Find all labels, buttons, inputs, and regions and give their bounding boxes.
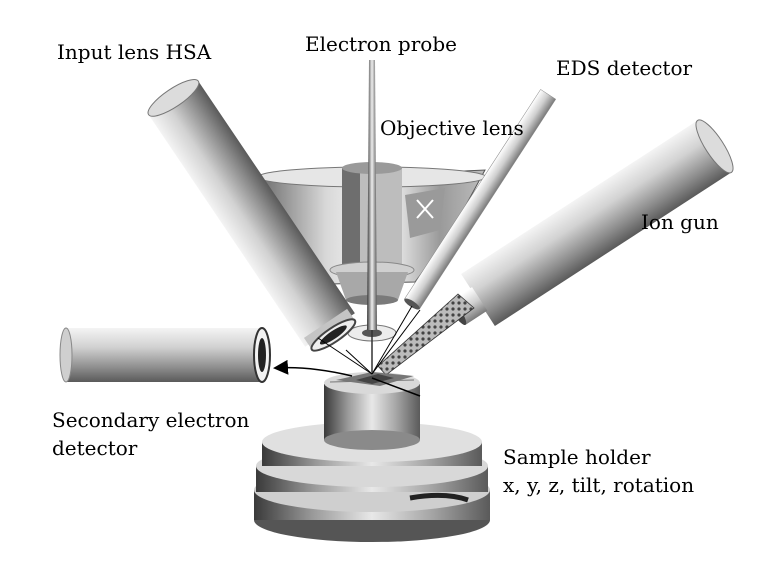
ion-gun-label: Ion gun [641, 210, 719, 234]
objective-lens-label: Objective lens [380, 116, 524, 140]
eds-detector [404, 89, 557, 310]
input-lens-hsa-label: Input lens HSA [57, 40, 212, 64]
secondary-electron-label-line2: detector [52, 436, 138, 460]
electron-probe-label: Electron probe [305, 32, 457, 56]
sample-holder [254, 372, 490, 542]
sample-surface [336, 372, 421, 397]
electron-probe [367, 60, 377, 372]
secondary-electron-detector [59, 327, 271, 383]
electron-path-arrow [273, 359, 353, 377]
sight-lines [317, 305, 421, 375]
secondary-electron-label-line1: Secondary electron [52, 408, 250, 432]
sample-holder-label-line1: Sample holder [503, 445, 651, 469]
input-lens-hsa [147, 79, 357, 352]
sample-holder-label-line2: x, y, z, tilt, rotation [503, 473, 695, 497]
eds-detector-label: EDS detector [556, 56, 693, 80]
